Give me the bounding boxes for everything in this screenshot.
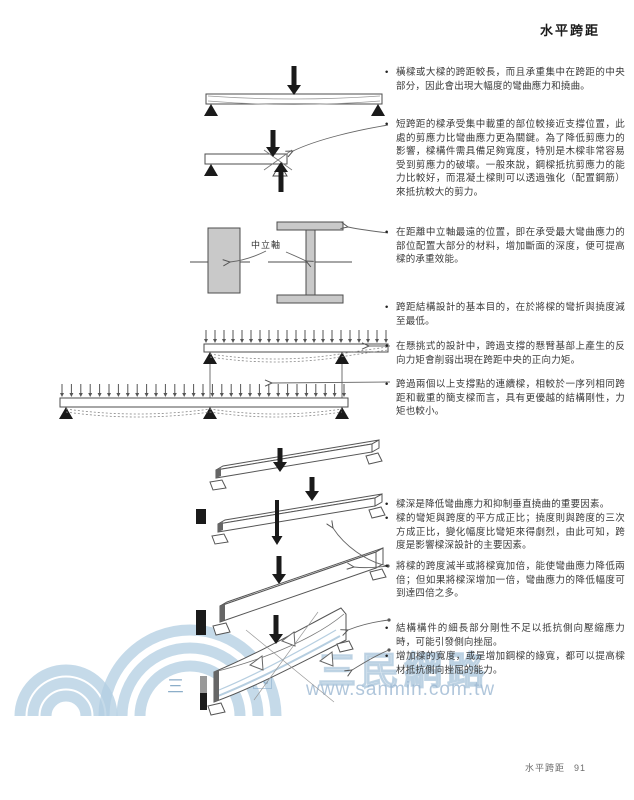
iso-beam-shallow-2	[211, 493, 386, 545]
diagram-shear-beam	[204, 124, 389, 192]
load-arrow-cascade	[269, 448, 319, 644]
watermark-logo-char: 三	[167, 677, 184, 696]
bullet-text: 跨過兩個以上支撐點的連續樑，相較於一序列相同跨距和載重的簡支樑而言，具有更優越的…	[396, 379, 625, 417]
diagram-continuous-beam	[59, 364, 391, 419]
load-arrow-icon	[273, 448, 287, 472]
support-icon	[204, 104, 218, 116]
leader-line	[272, 382, 391, 383]
support-icon	[371, 104, 385, 116]
support-icon	[335, 407, 349, 419]
bullet-item: • 樑深是降低彎曲應力和抑制垂直撓曲的重要因素。	[385, 498, 625, 512]
bullet-icon: •	[385, 561, 389, 572]
support-foot-icon	[211, 533, 229, 545]
bullet-text: 短跨距的樑承受集中載重的部位較接近支撐位置，此處的剪應力比彎曲應力更為關鍵。為了…	[396, 119, 625, 198]
pointer-line	[285, 251, 306, 261]
bullet-icon: •	[385, 67, 389, 78]
bullet-icon: •	[385, 499, 389, 510]
support-foot-icon	[365, 452, 383, 465]
bullet-item: • 結構構件的細長部分剛性不足以抵抗側向壓縮應力時，可能引發側向挫屈。	[385, 622, 625, 649]
leader-line	[348, 227, 389, 234]
buckle-arrow-icon	[248, 655, 264, 671]
support-icon	[203, 352, 217, 364]
leader-lines	[333, 528, 391, 670]
load-arrow-icon	[305, 477, 319, 501]
deflection-curve	[65, 408, 343, 415]
bullet-text: 增加樑的寬度，或是增加鋼樑的緣寬，都可以提高樑材抵抗側向挫屈的能力。	[396, 651, 625, 676]
iso-beam-buckling	[207, 607, 354, 716]
section-markers	[196, 509, 207, 710]
bullet-icon: •	[385, 651, 389, 662]
page-header-title: 水平跨距	[539, 23, 600, 38]
iso-beam-shallow	[209, 439, 383, 491]
bullet-text: 樑的彎矩與跨度的平方成正比；撓度則與跨度的三次方成正比，變化幅度比彎矩來得劇烈，…	[396, 513, 625, 551]
leader-line	[293, 124, 389, 151]
load-arrow-icon	[266, 130, 280, 157]
i-beam-section	[276, 221, 344, 304]
section-marker	[196, 509, 206, 524]
buckle-arrow-icon	[280, 631, 296, 647]
bullet-item: • 樑的彎矩與跨度的平方成正比；撓度則與跨度的三次方成正比，變化幅度比彎矩來得劇烈…	[385, 512, 625, 553]
deflection-curve	[65, 411, 343, 418]
reaction-arrow-icon	[274, 162, 288, 192]
diagram-cross-sections	[190, 221, 389, 304]
bullet-icon: •	[385, 119, 389, 130]
bullet-item: • 在距離中立軸最遠的位置，即在承受最大彎曲應力的部位配置大部分的材料，增加斷面的…	[385, 226, 625, 267]
diagram-overhang-beam	[203, 330, 390, 364]
section-marker	[200, 693, 207, 710]
bullet-item: • 跨過兩個以上支撐點的連續樑，相較於一序列相同跨距和載重的簡支樑而言，具有更優越…	[385, 378, 625, 419]
load-arrow-icon	[271, 500, 283, 545]
bullet-icon: •	[385, 379, 389, 390]
bullet-item: • 橫樑或大樑的跨距較長，而且承重集中在跨距的中央部分，因此會出現大幅度的彎曲應力…	[385, 66, 625, 93]
support-icon	[203, 407, 217, 419]
load-arrow-icon	[272, 556, 286, 584]
pointer-line	[230, 250, 267, 262]
bullet-icon: •	[385, 302, 389, 313]
buckle-arrow-icon	[318, 651, 334, 667]
support-foot-icon	[368, 506, 386, 519]
support-foot-icon	[209, 479, 227, 491]
bullet-text: 跨距結構設計的基本目的，在於將樑的彎折與撓度減至最低。	[396, 302, 625, 327]
distributed-load-arrows	[60, 384, 346, 397]
rect-section	[207, 227, 241, 294]
iso-beam-deep	[212, 547, 387, 636]
neutral-axis-label: 中立軸	[251, 240, 282, 250]
bullet-text: 將樑的跨度減半或將樑寬加倍，能使彎曲應力降低兩倍；但如果將樑深增加一倍，彎曲應力…	[396, 561, 625, 599]
bullet-item: • 短跨距的樑承受集中載重的部位較接近支撐位置，此處的剪應力比彎曲應力更為關鍵。為…	[385, 118, 625, 199]
bullet-text: 橫樑或大樑的跨距較長，而且承重集中在跨距的中央部分，因此會出現大幅度的彎曲應力和…	[396, 67, 625, 92]
page-number: 91	[573, 763, 586, 773]
watermark-url: www.sanmin.com.tw	[306, 679, 496, 700]
support-foot-icon	[369, 568, 387, 581]
deflection-curve	[209, 346, 389, 360]
bullet-text: 在距離中立軸最遠的位置，即在承受最大彎曲應力的部位配置大部分的材料，增加斷面的深…	[396, 227, 625, 265]
support-foot-icon	[207, 702, 226, 716]
bullet-item: • 將樑的跨度減半或將樑寬加倍，能使彎曲應力降低兩倍；但如果將樑深增加一倍，彎曲應…	[385, 560, 625, 601]
bullet-text: 結構構件的細長部分剛性不足以抵抗側向壓縮應力時，可能引發側向挫屈。	[396, 623, 625, 648]
bullet-text: 樑深是降低彎曲應力和抑制垂直撓曲的重要因素。	[396, 499, 610, 510]
bullet-icon: •	[385, 227, 389, 238]
diagram-bending-beam	[204, 66, 385, 116]
bullet-text: 在懸挑式的設計中，跨過支撐的懸臂基部上產生的反向力矩會削弱出現在跨距中央的正向力…	[396, 341, 625, 366]
support-icon	[335, 352, 349, 364]
bullet-icon: •	[385, 513, 389, 524]
load-arrow-icon	[269, 615, 283, 644]
bullet-item: • 跨距結構設計的基本目的，在於將樑的彎折與撓度減至最低。	[385, 301, 625, 328]
bullet-item: • 增加樑的寬度，或是增加鋼樑的緣寬，都可以提高樑材抵抗側向挫屈的能力。	[385, 650, 625, 677]
support-icon	[204, 164, 218, 176]
diagram-beam-depth-series	[196, 439, 391, 716]
load-arrow-icon	[287, 66, 301, 95]
bullet-item: • 在懸挑式的設計中，跨過支撐的懸臂基部上產生的反向力矩會削弱出現在跨距中央的正向…	[385, 340, 625, 367]
page-footer: 水平跨距 91	[525, 761, 586, 774]
deflection-curve	[209, 349, 389, 363]
bullet-icon: •	[385, 341, 389, 352]
section-marker	[200, 676, 207, 693]
support-foot-icon	[212, 622, 231, 636]
distributed-load-arrows	[204, 330, 388, 343]
support-icon	[59, 407, 73, 419]
footer-title: 水平跨距	[524, 763, 565, 773]
support-foot-icon	[336, 640, 354, 653]
section-marker	[196, 610, 206, 635]
bullet-icon: •	[385, 623, 389, 634]
